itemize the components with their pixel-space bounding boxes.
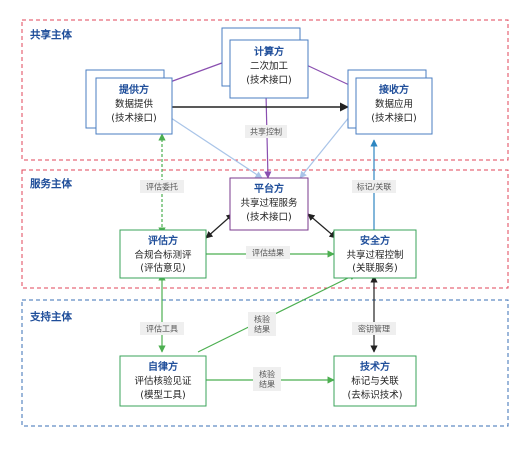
- svg-text:结果: 结果: [254, 324, 270, 334]
- svg-text:(模型工具): (模型工具): [140, 389, 185, 401]
- edge-label-key-mgmt: 密钥管理: [352, 322, 396, 335]
- svg-text:共享过程服务: 共享过程服务: [240, 197, 298, 209]
- node-self: 自律方 评估核验见证 (模型工具): [119, 355, 207, 407]
- edge-provider-compute: [169, 58, 231, 83]
- svg-text:(技术接口): (技术接口): [246, 74, 291, 86]
- edge-label-eval-tool: 评估工具: [140, 322, 184, 335]
- svg-text:评估方: 评估方: [148, 234, 178, 247]
- svg-text:共享过程控制: 共享过程控制: [346, 249, 403, 261]
- svg-text:核验: 核验: [259, 369, 275, 379]
- svg-text:评估委托: 评估委托: [146, 182, 178, 192]
- node-security: 安全方 共享过程控制 (关联服务): [333, 229, 417, 279]
- node-compute: 计算方 二次加工 (技术接口): [221, 27, 309, 99]
- svg-text:标记与关联: 标记与关联: [351, 375, 399, 387]
- svg-text:(技术接口): (技术接口): [246, 211, 291, 223]
- svg-text:提供方: 提供方: [119, 83, 149, 96]
- node-tech: 技术方 标记与关联 (去标识技术): [333, 355, 417, 407]
- edge-platform-evaluator: [205, 213, 234, 239]
- svg-text:(关联服务): (关联服务): [352, 262, 397, 274]
- svg-text:安全方: 安全方: [360, 234, 390, 247]
- edge-platform-security: [307, 213, 337, 239]
- svg-text:评估工具: 评估工具: [146, 324, 178, 334]
- svg-text:二次加工: 二次加工: [250, 60, 289, 72]
- svg-text:接收方: 接收方: [379, 83, 409, 96]
- node-receiver: 接收方 数据应用 (技术接口): [347, 69, 433, 135]
- svg-text:(去标识技术): (去标识技术): [348, 389, 403, 401]
- edge-label-verify-result-bottom: 核验 结果: [253, 367, 281, 391]
- svg-text:评估结果: 评估结果: [252, 248, 284, 258]
- svg-text:评估核验见证: 评估核验见证: [134, 375, 192, 387]
- svg-text:(技术接口): (技术接口): [111, 112, 156, 124]
- svg-text:合规合标测评: 合规合标测评: [134, 249, 192, 261]
- edge-label-eval-result: 评估结果: [246, 246, 290, 259]
- svg-text:核验: 核验: [254, 314, 270, 324]
- zone-support-label: 支持主体: [29, 310, 72, 323]
- edge-label-share-control: 共享控制: [245, 125, 287, 138]
- svg-text:技术方: 技术方: [360, 360, 390, 373]
- zone-sharing: [21, 19, 509, 161]
- zone-service: [21, 169, 509, 289]
- svg-text:共享控制: 共享控制: [250, 127, 282, 137]
- edge-label-verify-result-diag: 核验 结果: [248, 312, 276, 336]
- edge-label-eval-entrust: 评估委托: [140, 180, 184, 193]
- zone-support: [21, 299, 509, 427]
- edge-receiver-platform-share: [299, 115, 351, 179]
- zone-sharing-label: 共享主体: [30, 28, 72, 41]
- svg-text:标记/关联: 标记/关联: [357, 182, 392, 192]
- node-provider: 提供方 数据提供 (技术接口): [85, 69, 173, 135]
- svg-text:(评估意见): (评估意见): [140, 262, 185, 274]
- svg-text:(技术接口): (技术接口): [371, 112, 416, 124]
- svg-text:自律方: 自律方: [148, 360, 178, 373]
- zone-service-label: 服务主体: [30, 177, 72, 190]
- svg-text:计算方: 计算方: [254, 45, 284, 58]
- node-evaluator: 评估方 合规合标测评 (评估意见): [119, 229, 207, 279]
- edge-self-security: [197, 273, 357, 353]
- node-platform: 平台方 共享过程服务 (技术接口): [229, 177, 309, 231]
- svg-text:数据提供: 数据提供: [115, 98, 154, 110]
- edge-provider-platform-share: [167, 115, 263, 179]
- svg-text:数据应用: 数据应用: [375, 98, 413, 110]
- svg-text:结果: 结果: [259, 379, 275, 389]
- svg-text:密钥管理: 密钥管理: [358, 324, 390, 334]
- edge-label-mark-link: 标记/关联: [352, 180, 396, 193]
- svg-text:平台方: 平台方: [254, 182, 284, 195]
